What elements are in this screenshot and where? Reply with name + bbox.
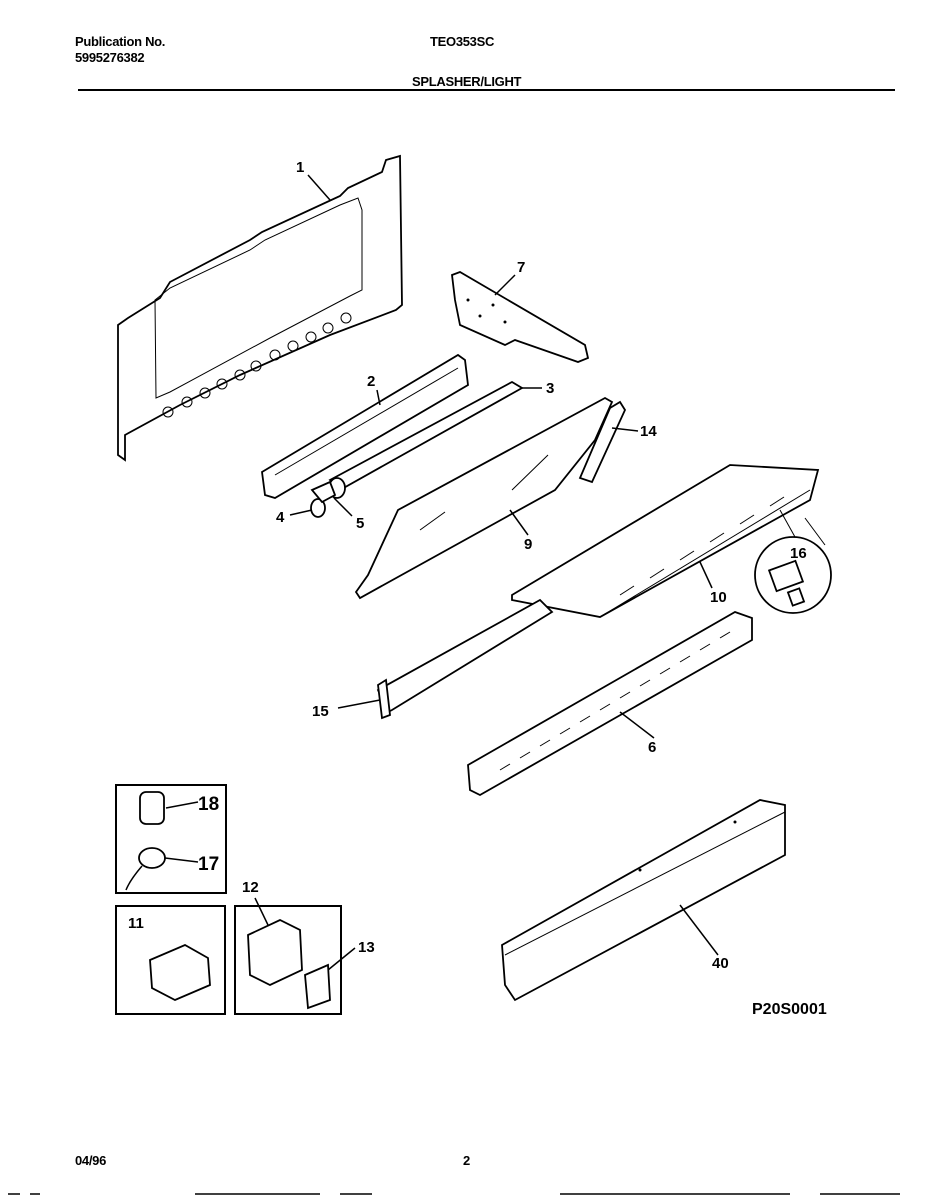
callout-leaders <box>164 174 719 971</box>
model-number: TEO353SC <box>430 34 495 49</box>
callout-13: 13 <box>358 939 375 956</box>
part-16-switch-inset <box>754 509 832 614</box>
callout-18: 18 <box>198 794 219 815</box>
callout-16: 16 <box>790 545 807 562</box>
callout-1: 1 <box>296 159 304 176</box>
part-4-socket <box>310 498 326 518</box>
part-7-bracket <box>451 271 590 363</box>
publication-label: Publication No. <box>75 34 166 49</box>
callout-6: 6 <box>648 739 656 756</box>
figure-code: P20S0001 <box>752 1001 827 1018</box>
part-6-vent-panel <box>467 611 753 797</box>
inset-18-17 <box>115 784 227 894</box>
page-number: 2 <box>463 1153 470 1168</box>
part-1-splasher-panel <box>117 154 403 462</box>
callout-2: 2 <box>367 373 375 390</box>
part-9-glass-lens <box>354 396 614 600</box>
callout-14: 14 <box>640 423 657 440</box>
publication-number: 5995276382 <box>75 50 145 65</box>
callout-40: 40 <box>712 955 729 972</box>
inset-12-13 <box>234 905 342 1015</box>
callout-3: 3 <box>546 380 554 397</box>
callout-7: 7 <box>517 259 525 276</box>
part-5-lamp-holder <box>310 480 337 504</box>
callout-5: 5 <box>356 515 364 532</box>
callout-12: 12 <box>242 879 259 896</box>
callout-4: 4 <box>276 509 285 526</box>
callout-15: 15 <box>312 703 329 720</box>
callout-10: 10 <box>710 589 727 606</box>
section-title: SPLASHER/LIGHT <box>412 74 522 89</box>
callout-9: 9 <box>524 536 532 553</box>
part-40-lower-trim <box>501 799 786 1002</box>
callout-17: 17 <box>198 854 219 875</box>
part-2-light-channel <box>261 353 469 499</box>
callout-11: 11 <box>128 915 144 932</box>
footer-date: 04/96 <box>75 1153 107 1168</box>
part-14-gasket <box>578 400 627 484</box>
part-15-trim-strip <box>376 598 554 720</box>
part-10-control-panel <box>511 464 820 618</box>
inset-11 <box>115 905 226 1015</box>
